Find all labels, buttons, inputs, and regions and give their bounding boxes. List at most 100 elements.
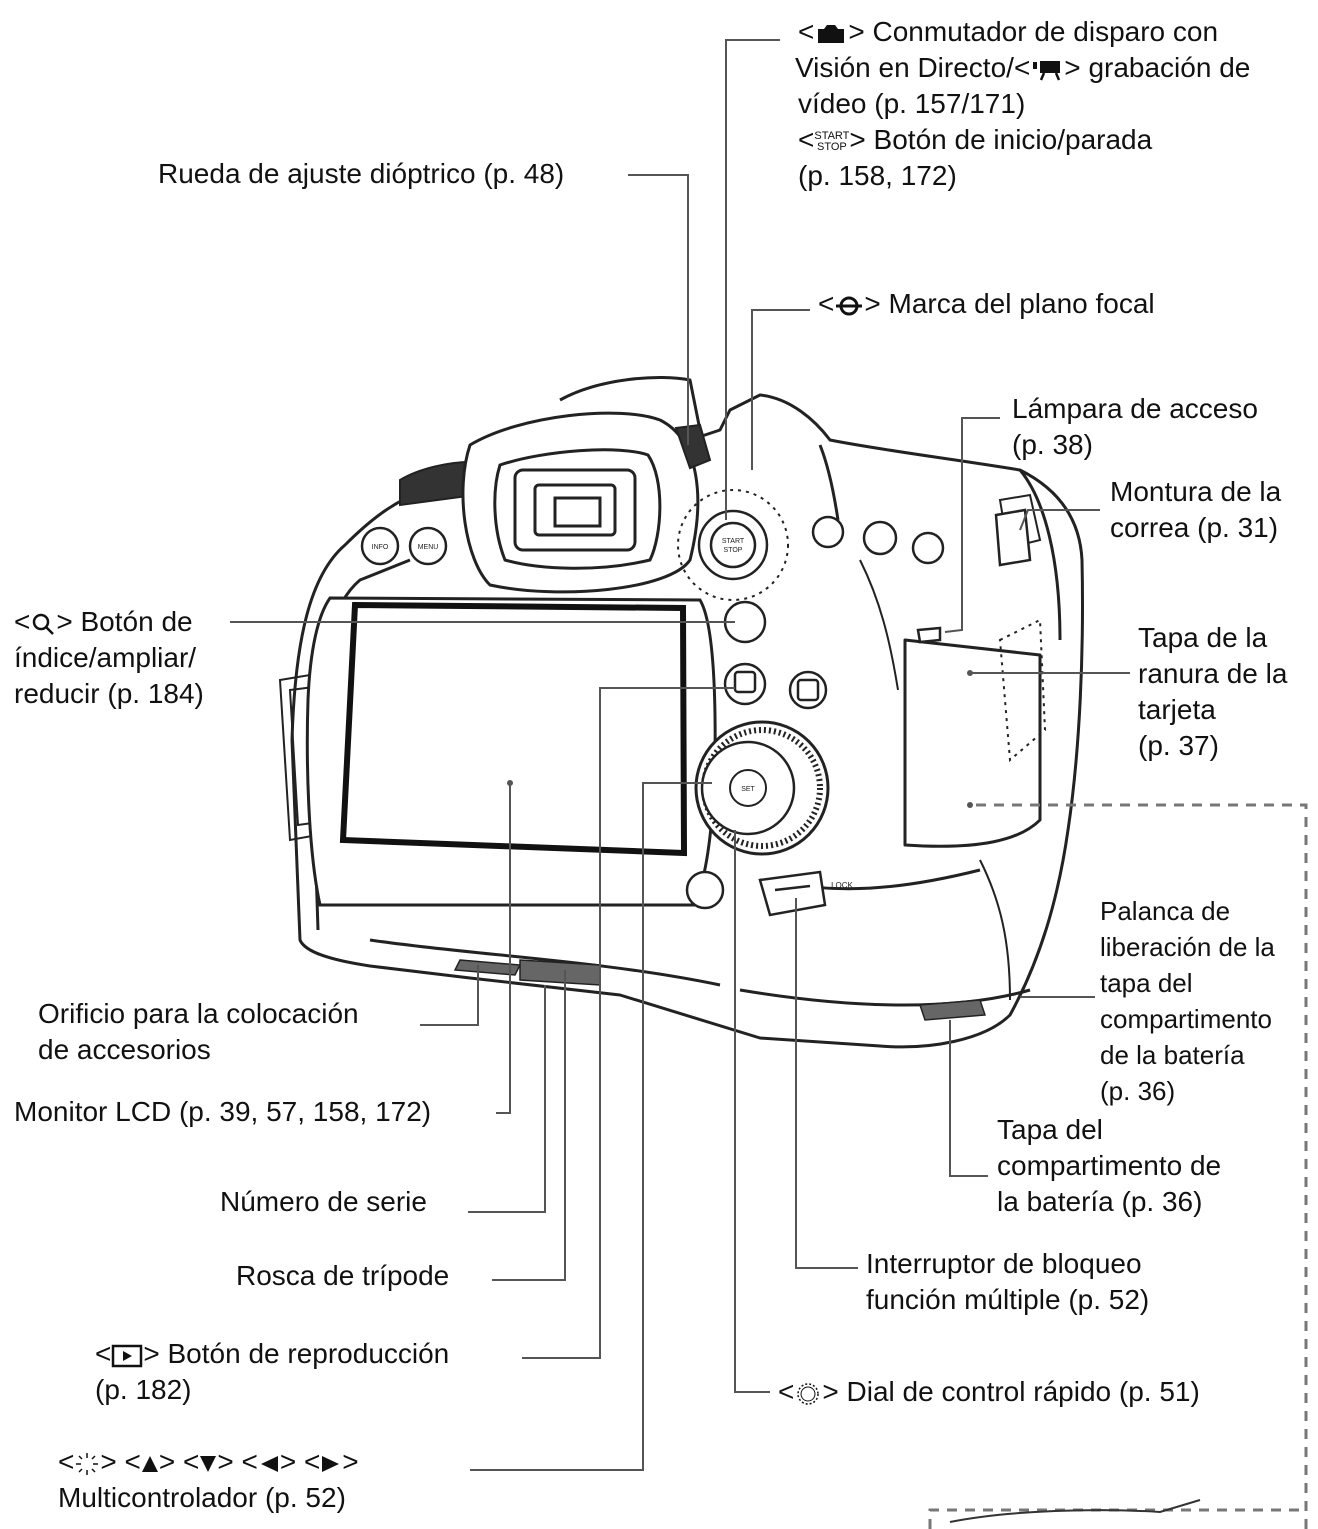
rear-buttons [360, 515, 945, 910]
label-lcd-monitor: Monitor LCD (p. 39, 57, 158, 172) [14, 1096, 432, 1127]
eyecup [461, 411, 700, 594]
lock-text: LOCK [831, 881, 853, 890]
dioptric-wheel [674, 423, 712, 470]
battery-lever-line3: tapa del [1100, 968, 1193, 998]
live-view-switch [677, 489, 789, 601]
playback-line2: (p. 182) [95, 1374, 192, 1405]
lcd-screen [305, 596, 717, 907]
movie-icon [1033, 60, 1061, 81]
quick-control-dial [694, 720, 830, 856]
multicontroller-line2: Multicontrolador (p. 52) [58, 1482, 346, 1513]
battery-lever-line2: liberación de la [1100, 932, 1275, 962]
battery-cover-line1: Tapa del [997, 1114, 1103, 1145]
access-lamp-line1: Lámpara de acceso [1012, 393, 1258, 424]
menu-button-text: MENU [418, 544, 439, 551]
bottom-plate [453, 959, 987, 1021]
arrow-up-icon [141, 1455, 158, 1472]
access-lamp-line2: (p. 38) [1012, 429, 1093, 460]
live-view-line2: Visión en Directo/ [795, 52, 1014, 83]
label-index-button: <> Botón de índice/ampliar/ reducir (p. … [14, 604, 204, 712]
arrow-down-icon [200, 1455, 217, 1472]
label-battery-cover: Tapa del compartimento de la batería (p.… [997, 1112, 1221, 1220]
quick-dial-text: Dial de control rápido (p. 51) [846, 1376, 1200, 1407]
info-button-text: INFO [372, 544, 389, 551]
label-serial-number: Número de serie [220, 1186, 427, 1217]
arrow-left-icon [260, 1455, 278, 1472]
battery-cover-line2: compartimento de [997, 1150, 1222, 1181]
playback-line1: Botón de reproducción [167, 1338, 450, 1369]
leader-dots [507, 670, 973, 808]
multi-lock-line2: función múltiple (p. 52) [866, 1284, 1150, 1315]
label-focal-plane: <> Marca del plano focal [818, 288, 1155, 319]
strap-mount [916, 508, 1032, 644]
leader-lines [230, 39, 1130, 1471]
label-battery-lever: Palanca de liberación de la tapa del com… [1100, 893, 1275, 1109]
label-access-lamp: Lámpara de acceso (p. 38) [1012, 391, 1258, 463]
label-quick-dial: <> Dial de control rápido (p. 51) [778, 1376, 1200, 1407]
leader-playback [522, 687, 735, 1359]
battery-cover-line3: la batería (p. 36) [997, 1186, 1203, 1217]
label-playback-button: <> Botón de reproducción (p. 182) [95, 1336, 449, 1408]
card-slot-line1: Tapa de la [1138, 622, 1268, 653]
arrow-right-icon [322, 1455, 340, 1472]
leader-battery-cover [949, 1020, 988, 1177]
label-strap-mount: Montura de la correa (p. 31) [1110, 474, 1281, 546]
leader-accessory-hole [420, 965, 479, 1026]
strap-mount-line2: correa (p. 31) [1110, 512, 1279, 543]
camera-button-text: INFO MENU START STOP LOCK SET [372, 538, 854, 890]
live-view-line3: vídeo (p. 157/171) [798, 88, 1026, 119]
card-slot-line3: tarjeta [1138, 694, 1216, 725]
leader-multi-lock [795, 898, 858, 1269]
label-live-view-switch: <> Conmutador de disparo con Visión en D… [795, 14, 1251, 194]
label-multicontroller: <> <> <> <> <> Multicontrolador (p. 52) [58, 1444, 359, 1516]
leader-multicontroller [470, 782, 712, 1471]
label-accessory-hole: Orificio para la colocación de accesorio… [38, 996, 359, 1068]
label-tripod-socket: Rosca de trípode [236, 1260, 450, 1291]
card-slot-line4: (p. 37) [1138, 730, 1219, 761]
leader-live-view [725, 39, 780, 520]
start-stop-top: START [814, 129, 850, 142]
camera-icon [818, 24, 845, 43]
label-multi-lock: Interruptor de bloqueo función múltiple … [866, 1246, 1149, 1318]
label-card-slot: Tapa de la ranura de la tarjeta (p. 37) [1138, 620, 1287, 764]
focal-plane-text: Marca del plano focal [888, 288, 1155, 319]
leader-access-lamp [944, 417, 1000, 633]
live-view-line2b: grabación de [1088, 52, 1251, 83]
battery-lever-line1: Palanca de [1100, 896, 1231, 926]
accessory-hole-line1: Orificio para la colocación [38, 998, 359, 1029]
battery-lever-line4: compartimento [1100, 1004, 1272, 1034]
start-stop-bottom: STOP [817, 140, 847, 153]
strap-mount-line1: Montura de la [1110, 476, 1282, 507]
quick-dial-icon [797, 1382, 820, 1405]
lock-switch [758, 870, 827, 917]
dashed-callout [928, 803, 1308, 1529]
index-button-line2: índice/ampliar/ [14, 642, 197, 673]
start-stop-label: Botón de inicio/parada [873, 124, 1153, 155]
start-button-text: START [722, 538, 745, 545]
index-button-line3: reducir (p. 184) [14, 678, 204, 709]
leader-dioptric [628, 174, 689, 445]
index-button-line1: Botón de [80, 606, 193, 637]
live-view-switch-title: Conmutador de disparo con [872, 16, 1219, 47]
battery-lever-line5: de la batería [1100, 1040, 1245, 1070]
magnify-icon [33, 613, 55, 635]
label-dioptric-wheel: Rueda de ajuste dióptrico (p. 48) [158, 158, 565, 189]
leader-lcd-monitor [496, 783, 511, 1114]
set-button-text: SET [741, 786, 755, 793]
multi-lock-line1: Interruptor de bloqueo [866, 1248, 1142, 1279]
multicontroller-icon [76, 1452, 99, 1475]
card-slot-line2: ranura de la [1138, 658, 1288, 689]
leader-serial-number [468, 985, 546, 1213]
leader-tripod-socket [492, 970, 566, 1281]
battery-lever-line6: (p. 36) [1100, 1076, 1176, 1106]
stop-button-text: STOP [724, 547, 743, 554]
playback-icon [112, 1344, 143, 1367]
leader-strap-mount [1019, 509, 1100, 531]
accessory-hole-line2: de accesorios [38, 1034, 211, 1065]
leader-quick-dial [734, 830, 770, 1393]
start-stop-pages: (p. 158, 172) [798, 160, 957, 191]
leader-focal-plane [751, 309, 810, 470]
